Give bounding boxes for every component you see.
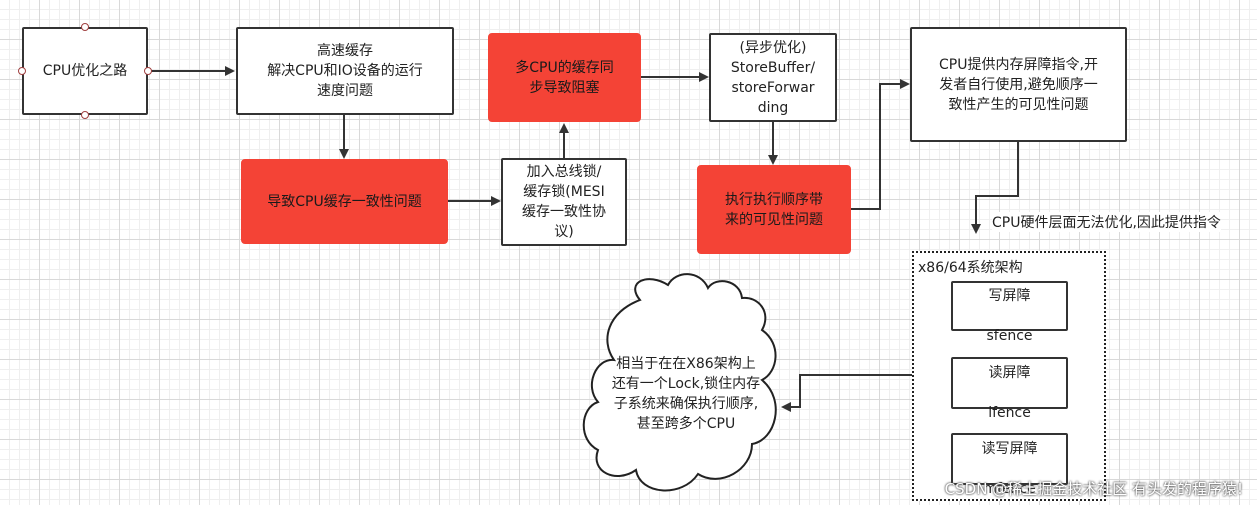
watermark: CSDN @稀土掘金技术社区 有头发的程序猿! bbox=[944, 480, 1243, 498]
node-visibility-problem-label: 执行执行顺序带 来的可见性问题 bbox=[725, 191, 823, 228]
node-store-buffer-label: (异步优化) StoreBuffer/ storeForwar ding bbox=[730, 39, 816, 116]
x86-container-label: x86/64系统架构 bbox=[918, 260, 1023, 276]
connection-handle-top[interactable] bbox=[81, 23, 89, 31]
node-store-buffer[interactable]: (异步优化) StoreBuffer/ storeForwar ding bbox=[709, 33, 837, 122]
barrier-sfence[interactable]: 写屏障 sfence bbox=[951, 281, 1068, 344]
node-cpu-path[interactable]: CPU优化之路 bbox=[22, 27, 148, 115]
barrier-mfence[interactable]: 读写屏障 mfence bbox=[951, 433, 1068, 497]
barrier-lfence-label: 读屏障 lfence bbox=[988, 365, 1031, 421]
node-coherence-problem-label: 导致CPU缓存一致性问题 bbox=[267, 193, 422, 210]
edge-barrier-to-x86 bbox=[971, 142, 1019, 234]
cloud-note-text: 相当于在在X86架构上 还有一个Lock,锁住内存 子系统来确保执行顺序, 甚至… bbox=[611, 356, 761, 432]
node-bus-lock[interactable]: 加入总线锁/ 缓存锁(MESI 缓存一致性协 议) bbox=[501, 158, 627, 246]
barrier-mfence-label: 读写屏障 mfence bbox=[981, 441, 1038, 497]
cloud-shape bbox=[582, 273, 777, 492]
barrier-lfence[interactable]: 读屏障 lfence bbox=[951, 357, 1068, 421]
edge-visibility-to-barrier bbox=[851, 79, 910, 210]
barrier-sfence-label: 写屏障 sfence bbox=[986, 288, 1033, 344]
node-coherence-problem[interactable]: 导致CPU缓存一致性问题 bbox=[241, 159, 448, 244]
node-memory-barrier-label: CPU提供内存屏障指令,开 发者自行使用,避免顺序一 致性产生的可见性问题 bbox=[939, 56, 1098, 113]
edge-label-hardware: CPU硬件层面无法优化,因此提供指令 bbox=[992, 212, 1221, 232]
connection-handle-left[interactable] bbox=[18, 67, 26, 75]
node-memory-barrier[interactable]: CPU提供内存屏障指令,开 发者自行使用,避免顺序一 致性产生的可见性问题 bbox=[910, 27, 1127, 142]
node-multi-cpu-block-label: 多CPU的缓存同 步导致阻塞 bbox=[515, 59, 614, 96]
edge-x86-to-cloud bbox=[781, 374, 912, 412]
connection-handle-right[interactable] bbox=[144, 67, 152, 75]
connection-handle-bottom[interactable] bbox=[81, 111, 89, 119]
node-cache[interactable]: 高速缓存 解决CPU和IO设备的运行 速度问题 bbox=[236, 27, 454, 115]
node-bus-lock-label: 加入总线锁/ 缓存锁(MESI 缓存一致性协 议) bbox=[522, 164, 606, 240]
node-multi-cpu-block[interactable]: 多CPU的缓存同 步导致阻塞 bbox=[488, 33, 641, 122]
node-cpu-path-label: CPU优化之路 bbox=[42, 63, 128, 79]
node-cache-label: 高速缓存 解决CPU和IO设备的运行 速度问题 bbox=[267, 43, 423, 99]
node-visibility-problem[interactable]: 执行执行顺序带 来的可见性问题 bbox=[697, 165, 851, 254]
